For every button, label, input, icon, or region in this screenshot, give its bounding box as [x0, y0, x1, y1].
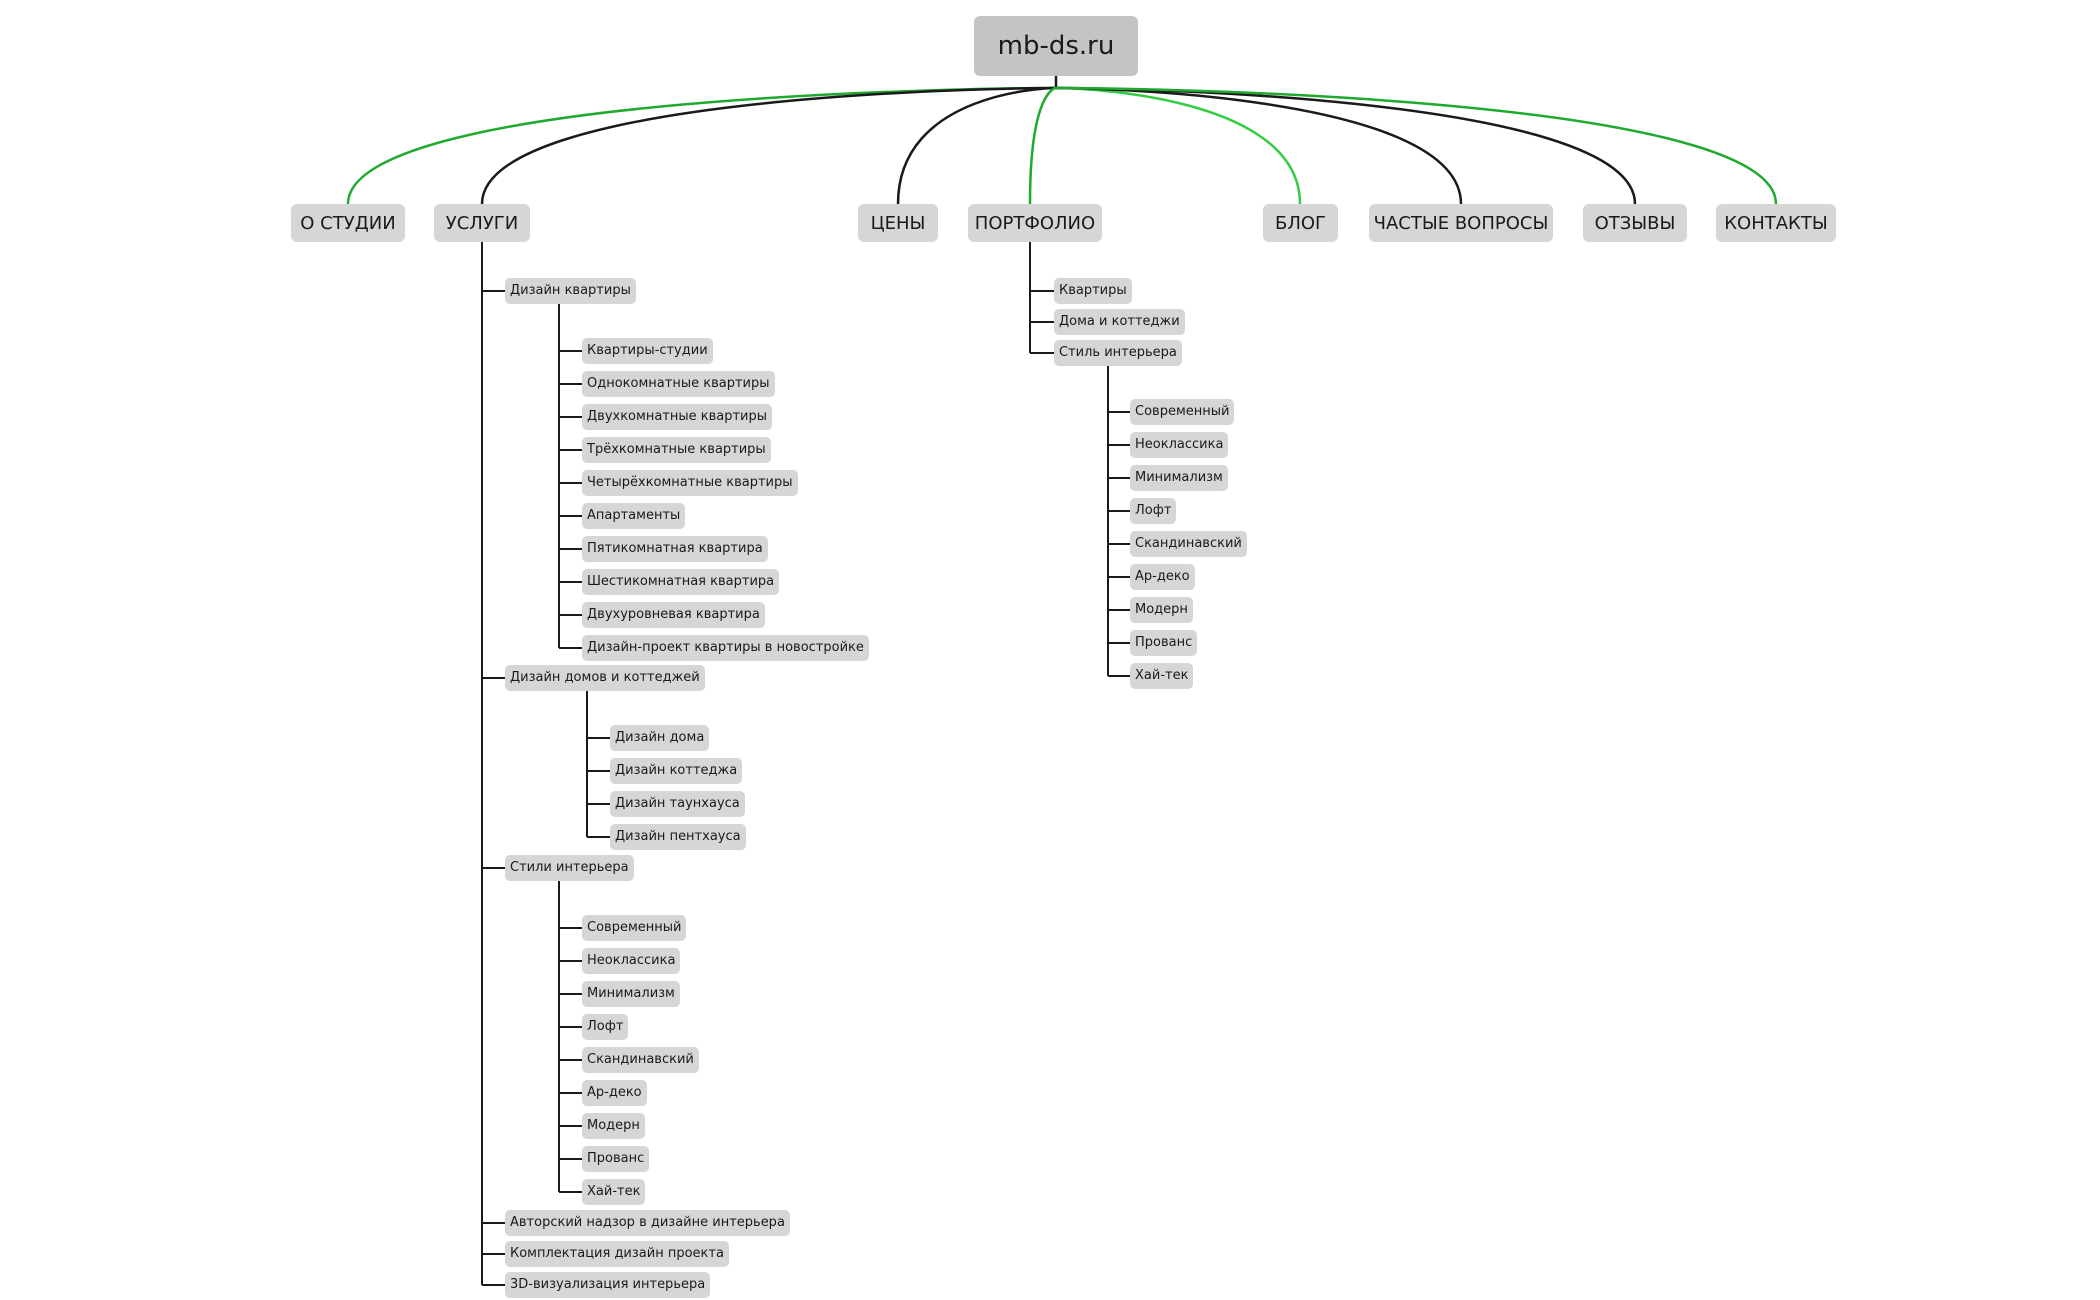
node-portfolio-apartments[interactable]: Квартиры: [1054, 278, 1132, 304]
node-townhouse[interactable]: Дизайн таунхауса: [610, 791, 745, 817]
node-two-room[interactable]: Двухкомнатные квартиры: [582, 404, 773, 430]
link-blog: [1055, 86, 1302, 205]
root-node[interactable]: mb-ds.ru: [974, 16, 1138, 76]
link-faq: [1055, 86, 1463, 205]
node-one-room[interactable]: Однокомнатные квартиры: [582, 371, 775, 397]
node-pf-style-hi-tech[interactable]: Хай-тек: [1130, 663, 1194, 689]
node-style-art-nouveau[interactable]: Модерн: [582, 1113, 645, 1139]
node-pf-style-art-deco[interactable]: Ар-деко: [1130, 564, 1195, 590]
node-pf-style-neoclassic[interactable]: Неоклассика: [1130, 432, 1229, 458]
link-about: [346, 86, 1057, 205]
section-contacts[interactable]: КОНТАКТЫ: [1716, 204, 1836, 242]
node-apartments[interactable]: Апартаменты: [582, 503, 686, 529]
section-faq[interactable]: ЧАСТЫЕ ВОПРОСЫ: [1369, 204, 1553, 242]
node-apartment-design[interactable]: Дизайн квартиры: [505, 278, 636, 304]
node-portfolio-interior-style[interactable]: Стиль интерьера: [1054, 340, 1182, 366]
link-prices: [896, 86, 1057, 205]
node-style-loft[interactable]: Лофт: [582, 1014, 629, 1040]
node-style-provence[interactable]: Прованс: [582, 1146, 650, 1172]
section-prices[interactable]: ЦЕНЫ: [858, 204, 938, 242]
link-services: [480, 86, 1057, 205]
node-style-hi-tech[interactable]: Хай-тек: [582, 1179, 646, 1205]
node-style-minimalism[interactable]: Минимализм: [582, 981, 680, 1007]
node-pf-style-minimalism[interactable]: Минимализм: [1130, 465, 1228, 491]
node-three-room[interactable]: Трёхкомнатные квартиры: [582, 437, 771, 463]
node-style-modern[interactable]: Современный: [582, 915, 687, 941]
section-blog[interactable]: БЛОГ: [1263, 204, 1338, 242]
node-studio-apartments[interactable]: Квартиры-студии: [582, 338, 713, 364]
node-cottage[interactable]: Дизайн коттеджа: [610, 758, 743, 784]
node-style-art-deco[interactable]: Ар-деко: [582, 1080, 647, 1106]
node-house-design[interactable]: Дизайн домов и коттеджей: [505, 665, 705, 691]
node-two-level[interactable]: Двухуровневая квартира: [582, 602, 765, 628]
node-penthouse[interactable]: Дизайн пентхауса: [610, 824, 746, 850]
node-four-room[interactable]: Четырёхкомнатные квартиры: [582, 470, 798, 496]
node-portfolio-houses[interactable]: Дома и коттеджи: [1054, 309, 1185, 335]
node-house[interactable]: Дизайн дома: [610, 725, 710, 751]
node-pf-style-modern[interactable]: Современный: [1130, 399, 1235, 425]
section-about[interactable]: О СТУДИИ: [291, 204, 405, 242]
node-style-neoclassic[interactable]: Неоклассика: [582, 948, 681, 974]
node-pf-style-scandinavian[interactable]: Скандинавский: [1130, 531, 1247, 557]
section-portfolio[interactable]: ПОРТФОЛИО: [968, 204, 1102, 242]
node-pf-style-art-nouveau[interactable]: Модерн: [1130, 597, 1193, 623]
node-completion[interactable]: Комплектация дизайн проекта: [505, 1241, 729, 1267]
section-services[interactable]: УСЛУГИ: [434, 204, 530, 242]
node-supervision[interactable]: Авторский надзор в дизайне интерьера: [505, 1210, 790, 1236]
link-contacts: [1055, 86, 1778, 205]
node-style-scandinavian[interactable]: Скандинавский: [582, 1047, 699, 1073]
node-five-room[interactable]: Пятикомнатная квартира: [582, 536, 768, 562]
node-visualization[interactable]: 3D-визуализация интерьера: [505, 1272, 711, 1298]
node-pf-style-provence[interactable]: Прованс: [1130, 630, 1198, 656]
node-six-room[interactable]: Шестикомнатная квартира: [582, 569, 780, 595]
link-reviews: [1055, 86, 1637, 205]
section-reviews[interactable]: ОТЗЫВЫ: [1583, 204, 1687, 242]
node-interior-styles[interactable]: Стили интерьера: [505, 855, 634, 881]
node-pf-style-loft[interactable]: Лофт: [1130, 498, 1177, 524]
link-portfolio: [1028, 86, 1057, 205]
node-new-building[interactable]: Дизайн-проект квартиры в новостройке: [582, 635, 869, 661]
